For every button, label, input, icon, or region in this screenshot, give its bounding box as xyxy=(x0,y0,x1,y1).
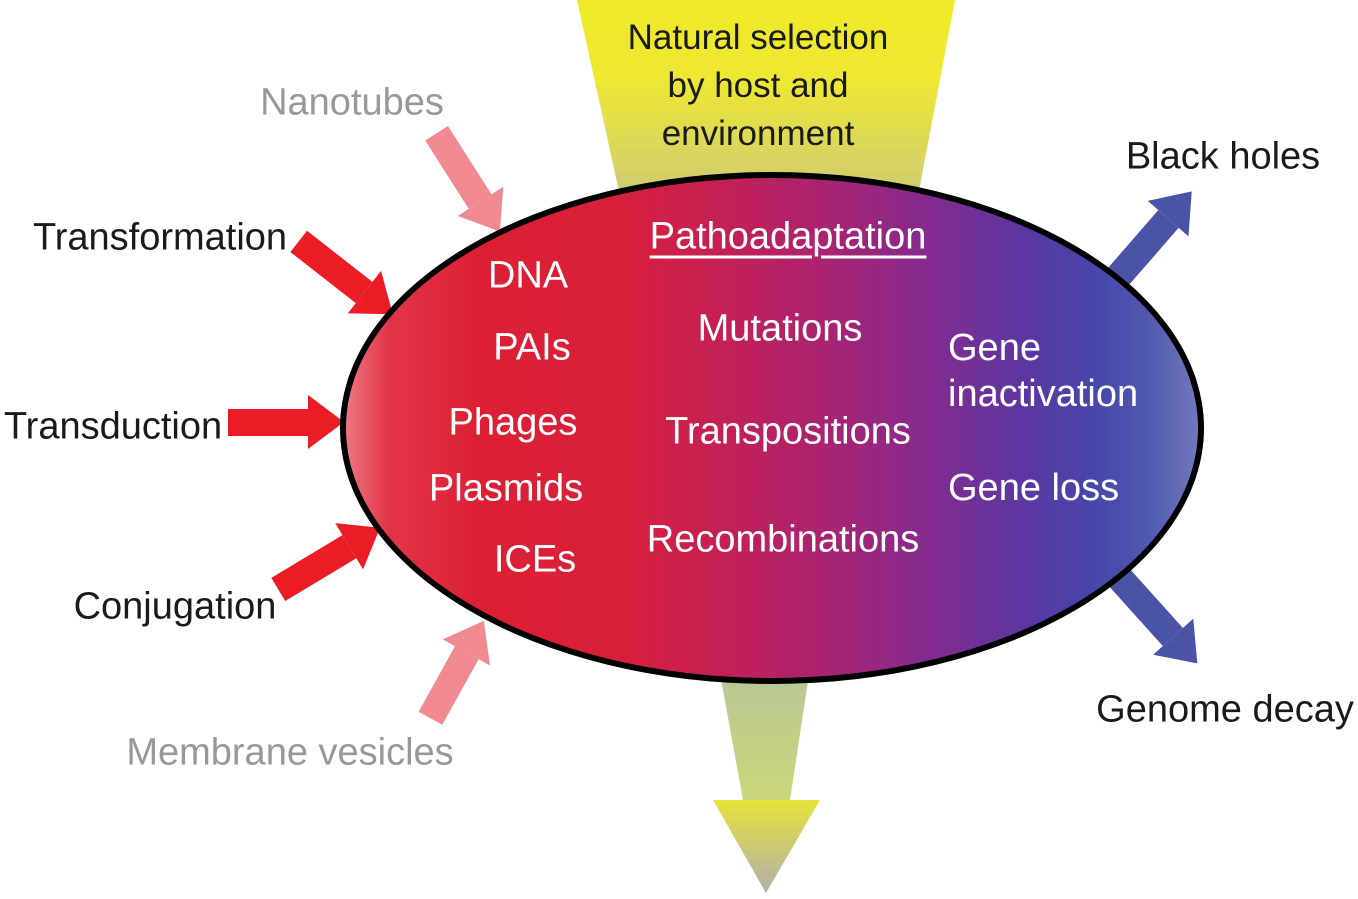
funnel-text-line-1: Natural selection xyxy=(627,18,889,57)
funnel-text-line-3: environment xyxy=(661,114,855,153)
label-transduction: Transduction xyxy=(3,405,223,448)
funnel-text-line-2: by host and xyxy=(667,66,849,105)
mechanism-recombinations: Recombinations xyxy=(646,518,920,561)
mechanism-transpositions: Transpositions xyxy=(665,410,911,453)
transduction-arrow-icon xyxy=(228,395,344,449)
label-black-holes: Black holes xyxy=(1125,135,1321,178)
label-genome-decay: Genome decay xyxy=(1096,688,1354,731)
natural-selection-funnel xyxy=(577,0,955,196)
outflow-arrowhead-icon xyxy=(713,800,820,893)
ellipse-title: Pathoadaptation xyxy=(649,215,927,258)
hgt-element-phages: Phages xyxy=(448,401,578,444)
hgt-element-pais: PAIs xyxy=(493,326,571,369)
label-transformation: Transformation xyxy=(32,216,288,259)
label-nanotubes: Nanotubes xyxy=(260,81,444,124)
pathoadaptation-ellipse xyxy=(340,172,1204,684)
natural-selection-label: Natural selection by host and environmen… xyxy=(547,14,969,158)
outcome-gene-inactivation: Gene inactivation xyxy=(948,325,1138,417)
gene-inactivation-line-2: inactivation xyxy=(948,373,1139,415)
gene-inactivation-line-1: Gene xyxy=(948,327,1041,369)
hgt-element-plasmids: Plasmids xyxy=(428,467,584,510)
outflow-funnel-shaft xyxy=(719,668,810,800)
membrane-vesicles-arrow-icon xyxy=(406,607,508,731)
hgt-element-ices: ICEs xyxy=(493,538,577,581)
hgt-element-dna: DNA xyxy=(487,254,569,297)
mechanism-mutations: Mutations xyxy=(697,307,863,350)
label-membrane-vesicles: Membrane vesicles xyxy=(126,731,454,774)
label-conjugation: Conjugation xyxy=(73,585,277,628)
outcome-gene-loss: Gene loss xyxy=(948,467,1120,509)
